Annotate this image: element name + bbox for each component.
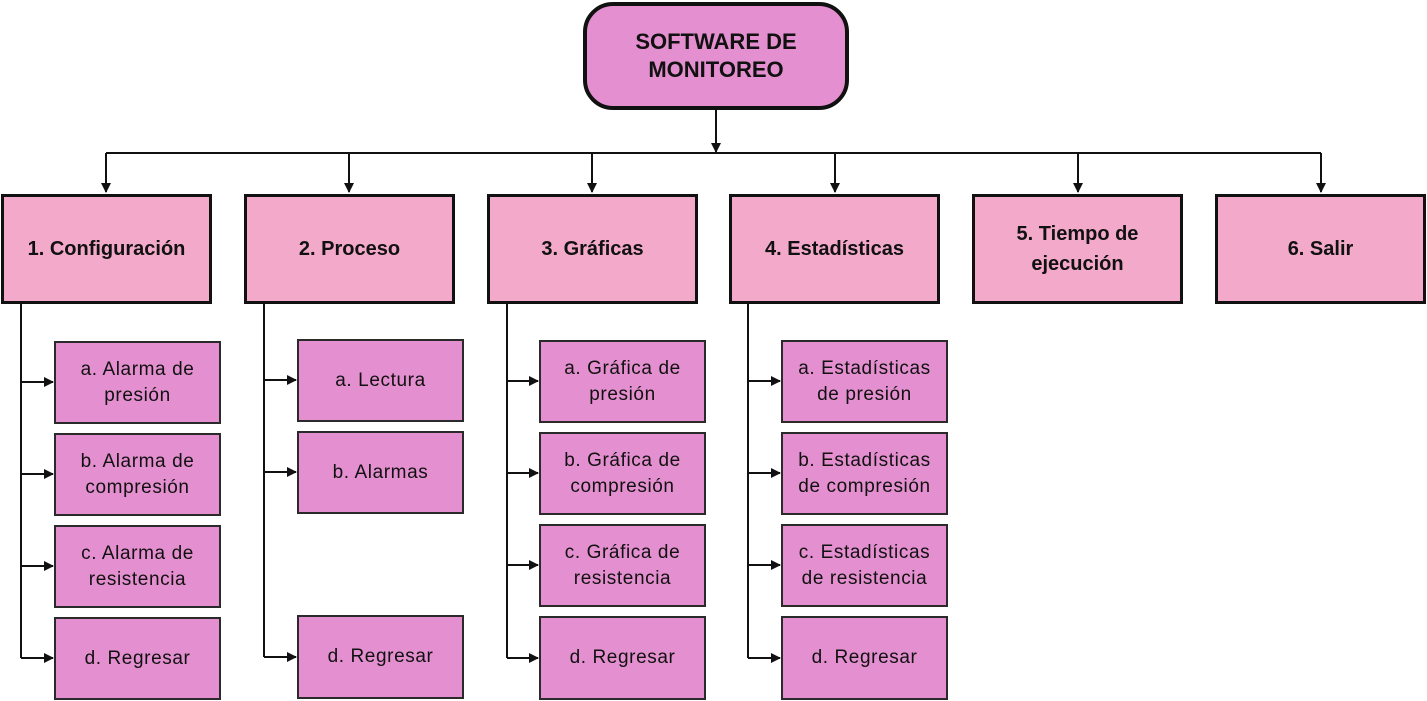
menu-label: 4. Estadísticas xyxy=(765,238,904,260)
subitem-label: a. Gráfica de presión xyxy=(564,357,681,405)
subitem-label: c. Alarma de resistencia xyxy=(81,542,194,590)
subitem-grafica-resistencia: c. Gráfica de resistencia xyxy=(539,524,706,607)
subitem-lectura: a. Lectura xyxy=(297,339,464,422)
subitem-label: b. Gráfica de compresión xyxy=(564,449,681,497)
subitem-grafica-presion: a. Gráfica de presión xyxy=(539,340,706,423)
subitem-label: d. Regresar xyxy=(569,647,676,668)
menu-label: 6. Salir xyxy=(1287,238,1354,260)
menu-tiempo-de-ejecucion: 5. Tiempo de ejecución xyxy=(972,194,1183,304)
subitem-alarmas: b. Alarmas xyxy=(297,431,464,514)
subitem-regresar: d. Regresar xyxy=(54,617,221,700)
subitem-label: d. Regresar xyxy=(811,647,918,668)
root-label: SOFTWARE DE MONITOREO xyxy=(635,29,797,82)
subitem-estadisticas-resistencia: c. Estadísticas de resistencia xyxy=(781,524,948,607)
subitem-label: c. Estadísticas de resistencia xyxy=(798,541,931,589)
subitem-alarma-presion: a. Alarma de presión xyxy=(54,341,221,424)
subitem-grafica-compresion: b. Gráfica de compresión xyxy=(539,432,706,515)
menu-label: 2. Proceso xyxy=(298,238,401,260)
subitem-label: b. Alarma de compresión xyxy=(80,450,195,498)
subitem-label: a. Lectura xyxy=(335,369,426,391)
subitem-estadisticas-compresion: b. Estadísticas de compresión xyxy=(781,432,948,515)
subitem-alarma-compresion: b. Alarma de compresión xyxy=(54,433,221,516)
subitem-label: b. Alarmas xyxy=(332,461,429,483)
subitem-estadisticas-presion: a. Estadísticas de presión xyxy=(781,340,948,423)
menu-configuracion: 1. Configuración xyxy=(1,194,212,304)
menu-label: 1. Configuración xyxy=(27,238,186,260)
subitem-label: a. Alarma de presión xyxy=(80,358,195,406)
subitem-label: d. Regresar xyxy=(327,646,434,667)
menu-proceso: 2. Proceso xyxy=(244,194,455,304)
subitem-label: d. Regresar xyxy=(84,647,191,669)
menu-salir: 6. Salir xyxy=(1215,194,1426,304)
menu-label: 3. Gráficas xyxy=(541,238,644,260)
subitem-regresar: d. Regresar xyxy=(297,615,464,699)
subitem-alarma-resistencia: c. Alarma de resistencia xyxy=(54,525,221,608)
subitem-regresar: d. Regresar xyxy=(781,616,948,700)
menu-estadisticas: 4. Estadísticas xyxy=(729,194,940,304)
menu-graficas: 3. Gráficas xyxy=(487,194,698,304)
subitem-label: c. Gráfica de resistencia xyxy=(564,541,681,589)
root-node: SOFTWARE DE MONITOREO xyxy=(583,2,849,110)
subitem-regresar: d. Regresar xyxy=(539,616,706,700)
menu-label: 5. Tiempo de ejecución xyxy=(1016,223,1139,275)
subitem-label: b. Estadísticas de compresión xyxy=(798,449,931,497)
subitem-label: a. Estadísticas de presión xyxy=(798,357,931,405)
